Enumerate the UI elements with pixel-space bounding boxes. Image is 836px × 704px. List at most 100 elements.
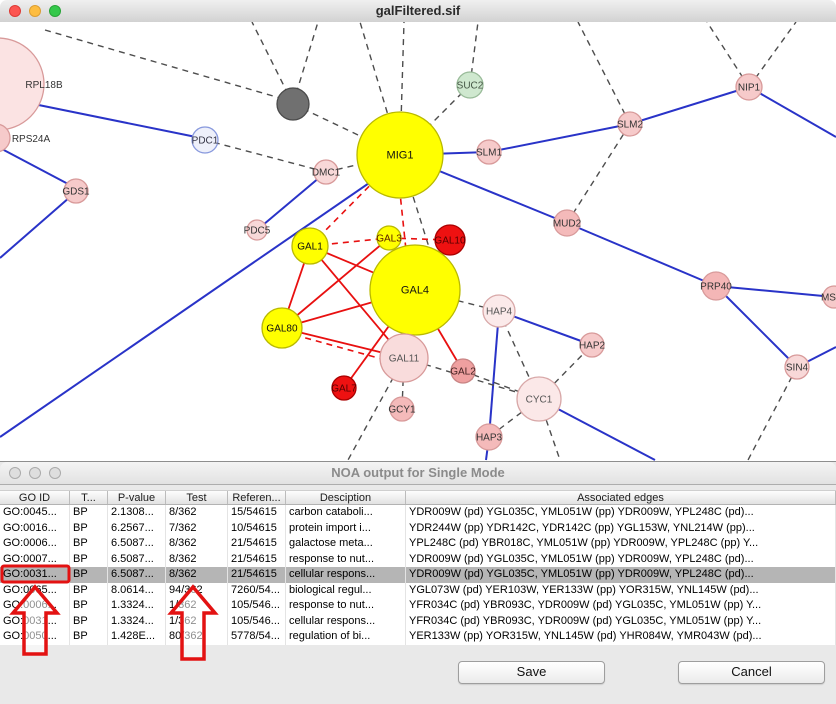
node-HAP2[interactable] xyxy=(579,332,605,358)
table-cell: 21/54615 xyxy=(228,551,286,567)
node-GAL3[interactable] xyxy=(376,225,402,251)
table-cell: 6.5087... xyxy=(108,536,166,552)
node-GAL11[interactable] xyxy=(379,333,429,383)
table-cell: 8/362 xyxy=(166,505,228,521)
node-HAP3[interactable] xyxy=(475,423,503,451)
network-edge xyxy=(399,154,434,261)
node-SUC2[interactable] xyxy=(456,71,484,99)
table-cell: response to nut... xyxy=(286,551,406,567)
node-PDC1[interactable] xyxy=(191,126,219,154)
node-SLM1[interactable] xyxy=(476,139,502,165)
table-cell: YFR034C (pd) YBR093C, YDR009W (pd) YGL03… xyxy=(406,613,836,629)
column-header-t-[interactable]: T... xyxy=(70,491,108,504)
network-edge xyxy=(715,285,835,298)
table-cell: BP xyxy=(70,629,108,645)
table-cell: GO:0006... xyxy=(0,598,70,614)
zoom-button[interactable] xyxy=(49,5,61,17)
cancel-button[interactable]: Cancel xyxy=(678,661,825,684)
table-cell: YDR009W (pd) YGL035C, YML051W (pp) YDR00… xyxy=(406,567,836,583)
table-cell: YFR034C (pd) YBR093C, YDR009W (pd) YGL03… xyxy=(406,598,836,614)
node-SIN4[interactable] xyxy=(784,354,810,380)
close-button[interactable] xyxy=(9,5,21,17)
close-button[interactable] xyxy=(9,467,21,479)
minimize-button[interactable] xyxy=(29,467,41,479)
node-CYC1[interactable] xyxy=(516,376,562,422)
table-cell: BP xyxy=(70,520,108,536)
table-cell: 6.5087... xyxy=(108,567,166,583)
table-cell: 6.2567... xyxy=(108,520,166,536)
column-header-p-value[interactable]: P-value xyxy=(108,491,166,504)
network-edge xyxy=(256,171,327,231)
column-header-referen-[interactable]: Referen... xyxy=(228,491,286,504)
table-cell: 6.5087... xyxy=(108,551,166,567)
node-RPL18B[interactable] xyxy=(0,37,45,131)
node-MSL1[interactable] xyxy=(822,285,836,309)
node-PDC5[interactable] xyxy=(246,219,268,241)
network-edge xyxy=(292,103,401,156)
node-SLM2[interactable] xyxy=(617,111,643,137)
table-cell: GO:0006... xyxy=(0,536,70,552)
node-NIP1[interactable] xyxy=(735,73,763,101)
table-cell: GO:0045... xyxy=(0,505,70,521)
table-cell: 7/362 xyxy=(166,520,228,536)
table-cell: 94/362 xyxy=(166,582,228,598)
node-GAL7[interactable] xyxy=(331,375,357,401)
table-cell: 1/362 xyxy=(166,613,228,629)
table-cell: YDR244W (pp) YDR142C, YDR142C (pp) YGL15… xyxy=(406,520,836,536)
column-header-go-id[interactable]: GO ID xyxy=(0,491,70,504)
node-GAL10[interactable] xyxy=(434,224,466,256)
table-cell: carbon cataboli... xyxy=(286,505,406,521)
save-button[interactable]: Save xyxy=(458,661,605,684)
table-cell: YDR009W (pd) YGL035C, YML051W (pp) YDR00… xyxy=(406,505,836,521)
node-PRP40[interactable] xyxy=(701,271,731,301)
node-DMC1[interactable] xyxy=(313,159,339,185)
node-MUD2[interactable] xyxy=(553,209,581,237)
table-cell: BP xyxy=(70,567,108,583)
table-cell: biological regul... xyxy=(286,582,406,598)
table-cell: 1.428E... xyxy=(108,629,166,645)
node-RPS24A[interactable] xyxy=(0,123,11,153)
network-edge xyxy=(566,123,631,224)
network-window-titlebar[interactable]: galFiltered.sif xyxy=(0,0,836,23)
node-GAL2[interactable] xyxy=(450,358,476,384)
table-cell: BP xyxy=(70,598,108,614)
table-cell: 2.1308... xyxy=(108,505,166,521)
minimize-button[interactable] xyxy=(29,5,41,17)
table-cell: 8/362 xyxy=(166,536,228,552)
column-header-desciption[interactable]: Desciption xyxy=(286,491,406,504)
network-edge xyxy=(13,99,197,138)
table-cell: 5778/54... xyxy=(228,629,286,645)
network-edge xyxy=(347,357,405,461)
node-GCY1[interactable] xyxy=(389,396,415,422)
node-GAL80[interactable] xyxy=(261,307,303,349)
table-cell: 7260/54... xyxy=(228,582,286,598)
table-cell: GO:0031... xyxy=(0,613,70,629)
traffic-lights-inactive xyxy=(9,467,61,479)
network-edge xyxy=(488,123,631,153)
network-canvas[interactable]: RPL18BRPS24AGDS1PDC1DMC1MIG1SUC2SLM1SLM2… xyxy=(0,22,836,461)
zoom-button[interactable] xyxy=(49,467,61,479)
network-edge xyxy=(748,86,836,138)
noa-window-titlebar[interactable]: NOA output for Single Mode xyxy=(0,462,836,485)
node-GAL1[interactable] xyxy=(291,227,329,265)
table-cell: response to nut... xyxy=(286,598,406,614)
node-MIG1[interactable] xyxy=(356,111,444,199)
table-cell: YER133W (pp) YOR315W, YNL145W (pd) YHR08… xyxy=(406,629,836,645)
node-HAP4[interactable] xyxy=(482,294,516,328)
table-cell: BP xyxy=(70,582,108,598)
node-GDS1[interactable] xyxy=(63,178,89,204)
column-header-test[interactable]: Test xyxy=(166,491,228,504)
node-unnamed-gray[interactable] xyxy=(276,87,310,121)
table-cell: BP xyxy=(70,613,108,629)
node-GAL4[interactable] xyxy=(369,244,461,336)
column-header-associated-edges[interactable]: Associated edges xyxy=(406,491,836,504)
